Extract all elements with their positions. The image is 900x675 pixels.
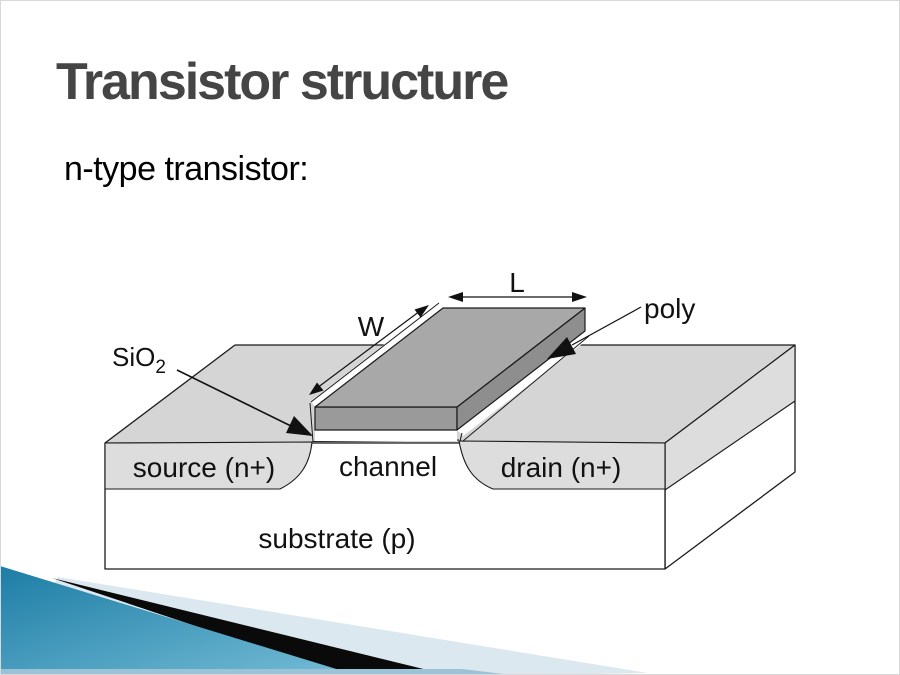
transistor-diagram: SiO2 W L poly source (n+) channel drain …	[104, 267, 796, 570]
sio2-label-main: SiO	[112, 342, 155, 372]
footer-strip	[0, 669, 512, 675]
source-label: source (n+)	[133, 452, 275, 483]
drain-label: drain (n+)	[501, 452, 622, 483]
substrate-top-left-edge	[104, 344, 236, 444]
gate-oxide-left-strip	[311, 302, 443, 407]
poly-label: poly	[644, 293, 695, 324]
gate-front-face	[314, 406, 458, 431]
gate-top-face	[314, 307, 586, 408]
poly-pointer-line	[571, 306, 642, 346]
w-label: W	[358, 311, 385, 342]
l-arrowhead-right	[572, 292, 587, 302]
l-label: L	[509, 267, 525, 298]
page-title: Transistor structure	[56, 53, 508, 111]
poly-arrowhead	[547, 337, 576, 359]
sio2-label-sub: 2	[155, 357, 166, 378]
corner-decoration	[0, 566, 648, 675]
subtitle: n-type transistor:	[64, 150, 308, 188]
field-edge-left	[310, 302, 440, 403]
sio2-arrowhead	[286, 416, 313, 436]
trench-wall-right	[459, 432, 463, 442]
l-arrowhead-left	[448, 292, 463, 302]
channel-label: channel	[339, 451, 437, 482]
substrate-label: substrate (p)	[258, 523, 415, 554]
w-arrowhead-bottom	[309, 382, 324, 395]
gate-oxide-front-strip	[315, 430, 457, 441]
source-region	[104, 441, 313, 490]
black-stripe	[52, 578, 448, 675]
w-arrow-line	[316, 310, 421, 389]
w-arrowhead-top	[414, 305, 429, 318]
gate-oxide-right-strip	[457, 331, 591, 436]
drain-region	[458, 440, 666, 490]
sio2-label: SiO2	[112, 342, 166, 378]
teal-triangle	[0, 566, 356, 675]
sio2-arrow-line	[176, 369, 294, 428]
